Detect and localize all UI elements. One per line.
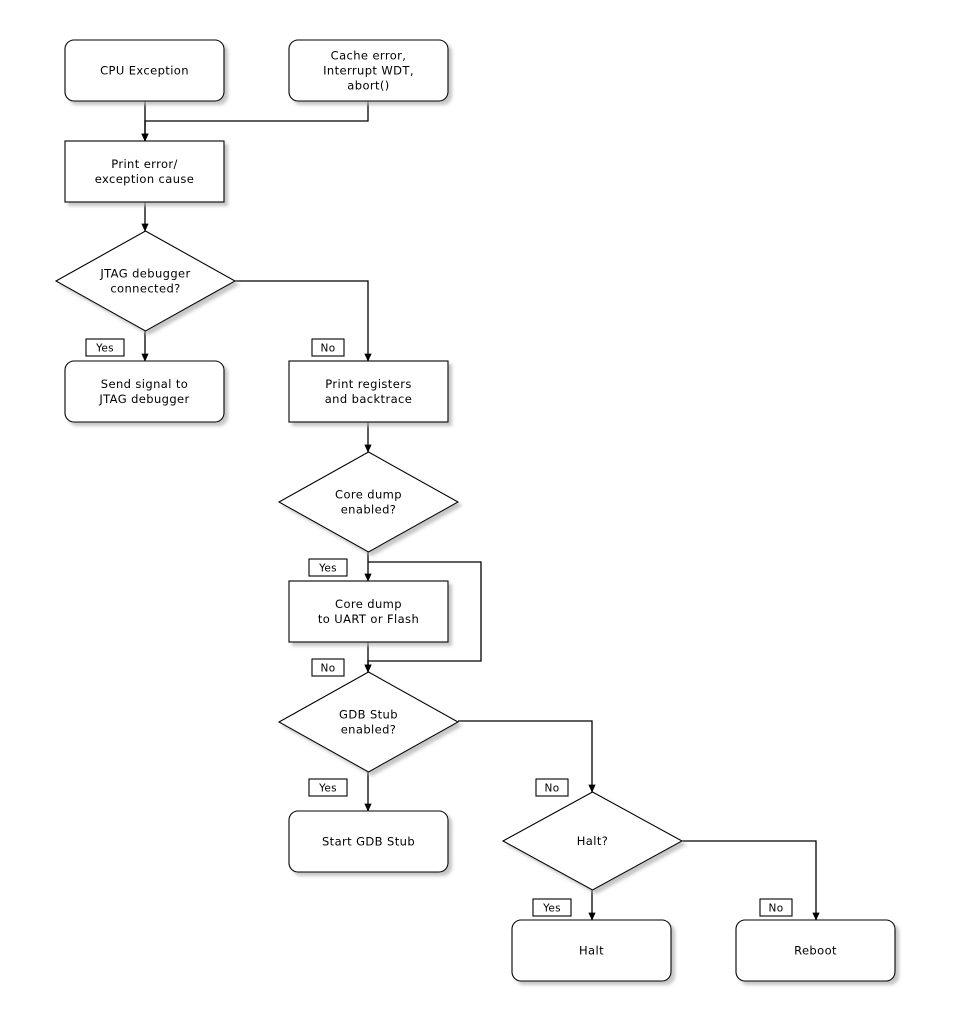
node-label: Start GDB Stub [322, 835, 415, 849]
node-label-line: Interrupt WDT, [323, 64, 414, 78]
flow-node-print-error[interactable]: Print error/exception cause [64, 140, 225, 203]
node-label-line: Send signal to [101, 377, 188, 391]
edge-label-no: No [311, 338, 345, 357]
node-label: Reboot [794, 944, 837, 958]
edge-label-text: Yes [318, 563, 337, 575]
edge-label-text: Yes [542, 903, 561, 915]
edge-path [235, 280, 372, 362]
flow-node-halt-question[interactable]: Halt? [501, 791, 684, 891]
edge-label-no: No [311, 658, 345, 677]
node-label-line: Cache error, [331, 49, 407, 63]
node-shape [277, 671, 460, 773]
node-label: Print error/exception cause [95, 157, 195, 186]
node-label-line: Start GDB Stub [322, 835, 415, 849]
node-label-line: exception cause [95, 172, 195, 186]
edge-path [458, 720, 596, 793]
node-label-line: connected? [110, 282, 180, 296]
node-label-line: enabled? [341, 503, 397, 517]
edge-label-box [759, 898, 793, 917]
node-shape [64, 360, 225, 423]
edge-label-text: No [321, 343, 336, 355]
node-label-line: Print error/ [111, 157, 178, 171]
node-label-line: Print registers [325, 377, 411, 391]
node-shape [288, 360, 449, 423]
edge-label-yes: Yes [532, 898, 572, 917]
edge-label-box [308, 778, 348, 797]
node-label: Halt [579, 944, 604, 958]
node-shape [64, 140, 225, 203]
node-shape [735, 919, 896, 982]
edge-label-text: No [545, 783, 560, 795]
edge-label-yes: Yes [308, 558, 348, 577]
flow-edge [235, 280, 372, 362]
edge-label-box [535, 778, 569, 797]
edge-label-no: No [759, 898, 793, 917]
edge-label-no: No [535, 778, 569, 797]
flow-node-reboot[interactable]: Reboot [735, 919, 896, 982]
node-label-line: Halt? [577, 834, 609, 848]
edge-label-box [311, 338, 345, 357]
flow-node-cpu-exception[interactable]: CPU Exception [64, 39, 225, 102]
node-shape [54, 230, 237, 332]
node-label-line: to UART or Flash [318, 612, 419, 626]
edge-path [141, 101, 369, 142]
edge-label-yes: Yes [308, 778, 348, 797]
node-label-line: CPU Exception [100, 64, 189, 78]
node-shape [501, 791, 684, 891]
flow-node-halt[interactable]: Halt [511, 919, 672, 982]
edge-label-box [308, 558, 348, 577]
node-label-line: abort() [347, 79, 389, 93]
node-shape [64, 39, 225, 102]
edge-label-text: No [321, 663, 336, 675]
node-label: Cache error,Interrupt WDT,abort() [323, 49, 414, 93]
node-label-line: Core dump [335, 488, 402, 502]
edge-label-box [311, 658, 345, 677]
node-label-line: GDB Stub [339, 708, 398, 722]
node-label: CPU Exception [100, 64, 189, 78]
node-label-line: JTAG debugger [98, 392, 189, 406]
node-label-line: and backtrace [325, 392, 413, 406]
node-shape [511, 919, 672, 982]
edge-label-text: No [769, 903, 784, 915]
node-label-line: Core dump [335, 597, 402, 611]
edges-layer [141, 101, 820, 921]
node-shape [288, 580, 449, 643]
flow-node-start-gdb-stub[interactable]: Start GDB Stub [288, 810, 449, 873]
flow-edge [141, 101, 369, 142]
node-shape [288, 810, 449, 873]
node-shape [288, 39, 449, 102]
edge-label-yes: Yes [85, 338, 125, 357]
edge-label-text: Yes [318, 783, 337, 795]
node-label-line: enabled? [341, 723, 397, 737]
flow-edge [458, 720, 596, 793]
node-label-line: JTAG debugger [99, 267, 190, 281]
edge-path [682, 840, 820, 921]
edge-label-box [85, 338, 125, 357]
flow-node-cache-error[interactable]: Cache error,Interrupt WDT,abort() [288, 39, 449, 102]
flow-edge [682, 840, 820, 921]
node-shape [277, 451, 460, 553]
node-label-line: Halt [579, 944, 604, 958]
edge-label-text: Yes [95, 343, 114, 355]
node-label-line: Reboot [794, 944, 837, 958]
edge-label-box [532, 898, 572, 917]
node-label: Halt? [577, 834, 609, 848]
